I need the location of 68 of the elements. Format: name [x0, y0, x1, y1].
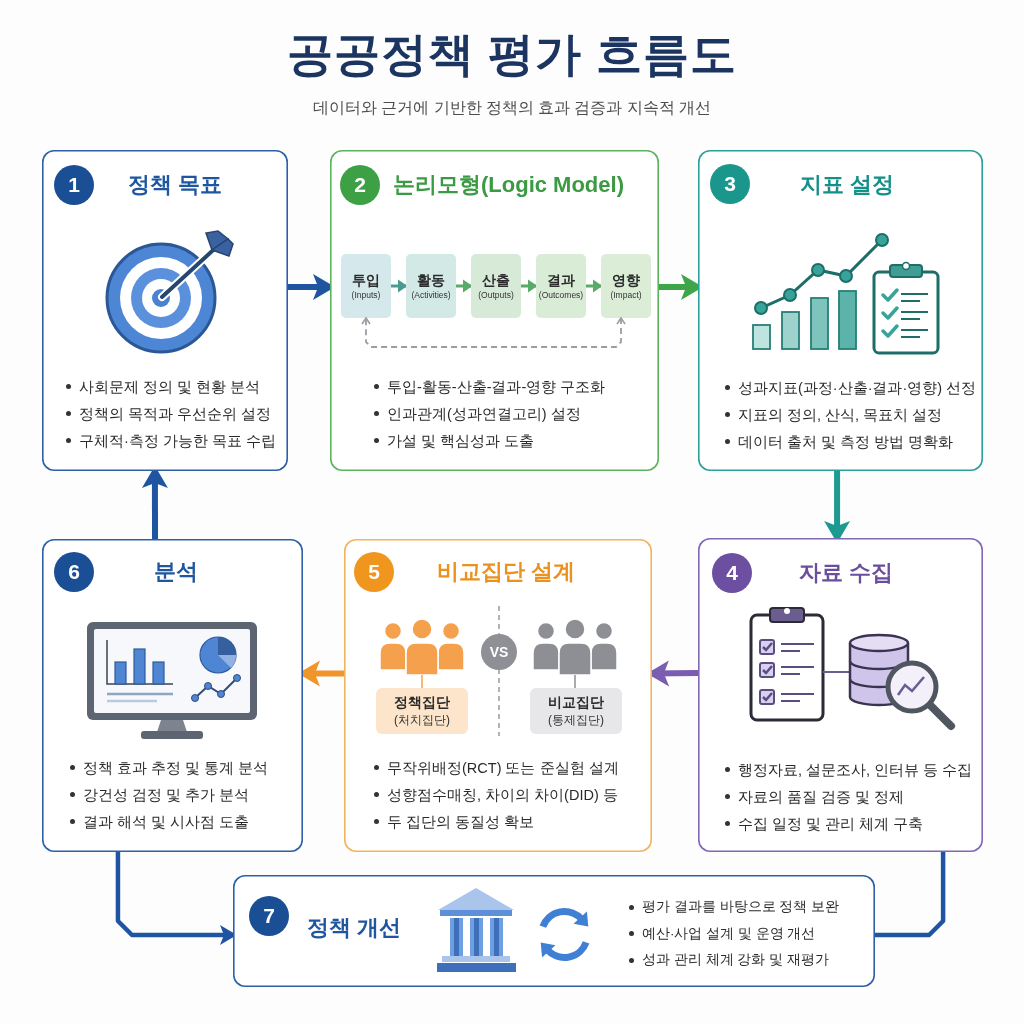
- bullet-item: 수집 일정 및 관리 체계 구축: [738, 814, 924, 834]
- step-number-badge: 5: [354, 552, 394, 592]
- stage-subtitle: (Activities): [411, 289, 451, 301]
- step-card: [698, 538, 983, 852]
- step-card: [344, 539, 652, 852]
- step-card: [330, 150, 659, 471]
- stage-box: [471, 254, 521, 318]
- group-subtitle: (처치집단): [394, 712, 450, 729]
- step-number-badge: 7: [249, 896, 289, 936]
- bullet-item: 두 집단의 동질성 확보: [387, 812, 535, 832]
- group-label-box: [376, 688, 468, 734]
- stage-box: [536, 254, 586, 318]
- bullet-item: 인과관계(성과연결고리) 설정: [387, 404, 581, 424]
- stage-subtitle: (Inputs): [351, 289, 381, 301]
- stage-name: 산출: [482, 271, 510, 289]
- bullet-item: 예산·사업 설계 및 운영 개선: [642, 924, 816, 943]
- step-number-badge: 1: [54, 165, 94, 205]
- stage-name: 활동: [417, 271, 445, 289]
- vs-circle: VS: [481, 634, 517, 670]
- stage-name: 결과: [547, 271, 575, 289]
- bullet-item: 자료의 품질 검증 및 정제: [738, 787, 905, 807]
- step-title: 자료 수집: [798, 559, 894, 587]
- stage-box: [406, 254, 456, 318]
- step-number-badge: 3: [710, 164, 750, 204]
- bullet-item: 사회문제 정의 및 현황 분석: [79, 377, 261, 397]
- bullet-item: 무작위배정(RCT) 또는 준실험 설계: [387, 758, 619, 778]
- bullet-item: 성과 관리 체계 강화 및 재평가: [642, 951, 829, 970]
- subtitle: 데이터와 근거에 기반한 정책의 효과 검증과 지속적 개선: [312, 97, 712, 118]
- step-card: [698, 150, 983, 471]
- bullet-item: 성과지표(과정·산출·결과·영향) 선정: [738, 378, 977, 398]
- bullet-item: 가설 및 핵심성과 도출: [387, 431, 535, 451]
- step-card: [233, 875, 875, 987]
- stage-subtitle: (Outcomes): [538, 289, 584, 301]
- step-card: [42, 150, 288, 471]
- step-number-badge: 2: [340, 165, 380, 205]
- bullet-item: 평가 결과를 바탕으로 정책 보완: [642, 898, 839, 917]
- bullet-item: 결과 해석 및 시사점 도출: [83, 812, 250, 832]
- group-name: 정책집단: [394, 694, 450, 712]
- stage-name: 영향: [612, 271, 640, 289]
- stage-subtitle: (Impact): [610, 289, 642, 301]
- bullet-item: 데이터 출처 및 측정 방법 명확화: [738, 432, 954, 452]
- step-title: 지표 설정: [799, 171, 895, 199]
- stage-subtitle: (Outputs): [478, 289, 514, 301]
- step-title: 분석: [154, 558, 198, 586]
- stage-box: [341, 254, 391, 318]
- bullet-item: 행정자료, 설문조사, 인터뷰 등 수집: [738, 760, 973, 780]
- connector-line: [875, 852, 946, 938]
- group-subtitle: (통제집단): [548, 712, 604, 729]
- group-name: 비교집단: [548, 694, 604, 712]
- step-card: [42, 539, 303, 852]
- step-title: 정책 목표: [127, 171, 223, 199]
- bullet-item: 정책의 목적과 우선순위 설정: [79, 404, 272, 424]
- bullet-item: 지표의 정의, 산식, 목표치 설정: [738, 405, 943, 425]
- step-number-badge: 4: [712, 553, 752, 593]
- group-label-box: [530, 688, 622, 734]
- bullet-item: 강건성 검정 및 추가 분석: [83, 785, 250, 805]
- bullet-item: 정책 효과 추정 및 통계 분석: [83, 758, 269, 778]
- bullet-item: 투입-활동-산출-결과-영향 구조화: [387, 377, 606, 397]
- stage-name: 투입: [352, 271, 380, 289]
- step-title: 논리모형(Logic Model): [393, 171, 624, 199]
- stage-box: [601, 254, 651, 318]
- dashed-feedback-arrow: [361, 317, 626, 348]
- step-title: 정책 개선: [307, 914, 402, 942]
- bullet-item: 구체적·측정 가능한 목표 수립: [79, 431, 276, 451]
- bullet-item: 성향점수매칭, 차이의 차이(DID) 등: [387, 785, 618, 805]
- main-title: 공공정책 평가 흐름도: [286, 27, 738, 82]
- step-title: 비교집단 설계: [436, 558, 576, 586]
- step-number-badge: 6: [54, 552, 94, 592]
